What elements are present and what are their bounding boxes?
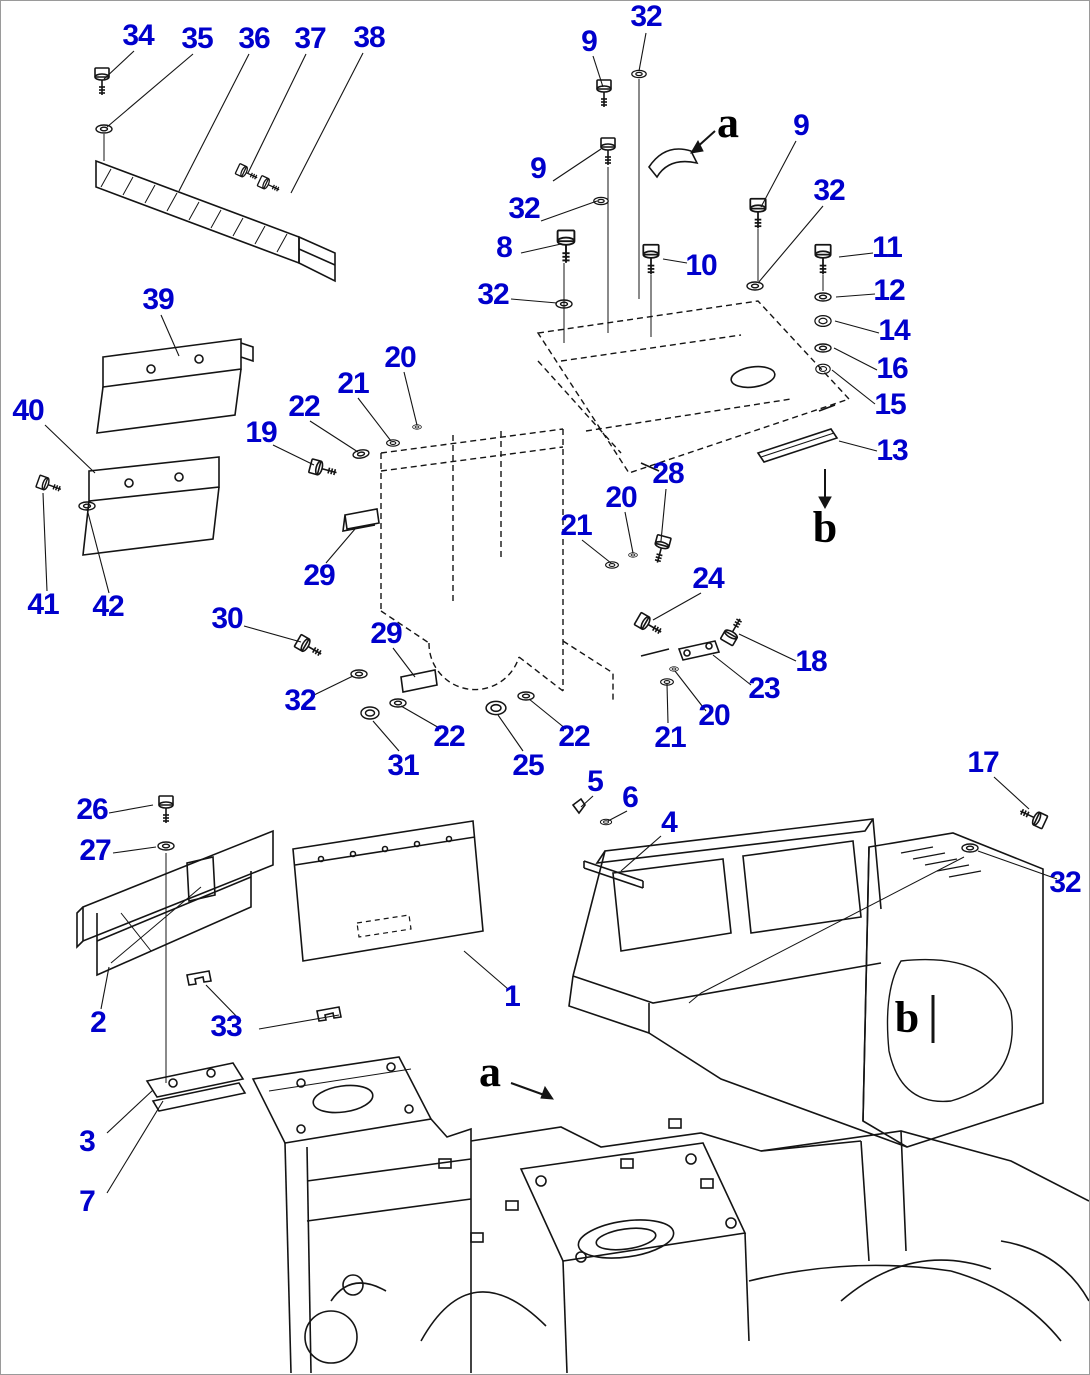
reference-arrows [510,130,935,1100]
line-art [35,67,1089,1374]
leader-lines [42,32,1058,1194]
